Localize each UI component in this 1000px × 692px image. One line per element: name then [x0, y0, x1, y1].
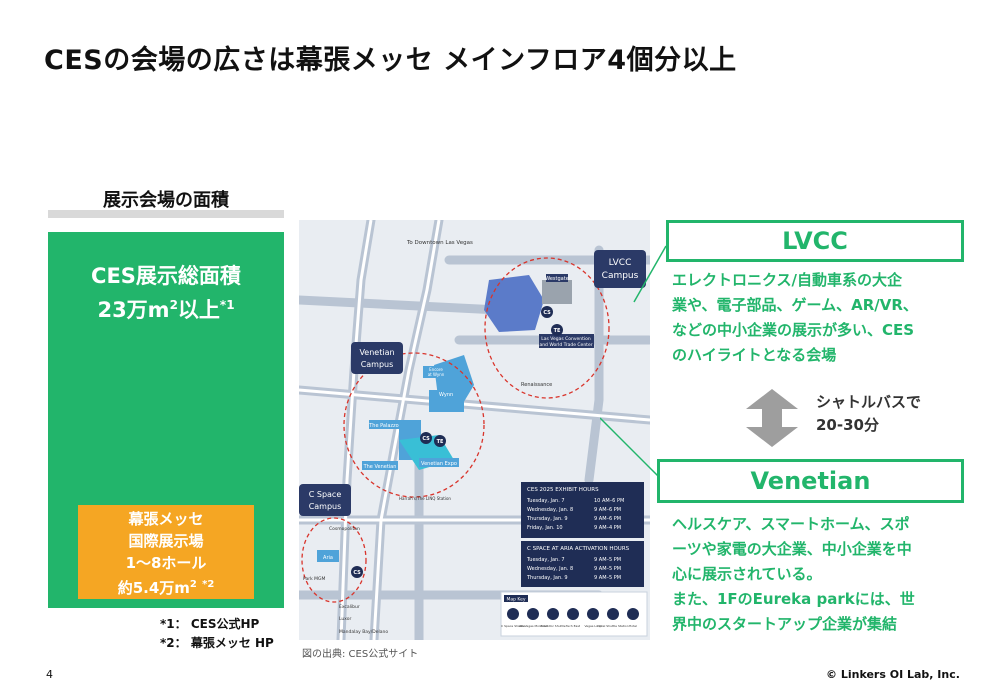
svg-text:Exhibitor Shuttle: Exhibitor Shuttle [540, 624, 565, 628]
excalibur-label: Excalibur [339, 604, 360, 610]
svg-text:Wednesday, Jan. 8: Wednesday, Jan. 8 [527, 566, 573, 572]
venue-map: Westgate LVCC Campus Venetian Campus C S… [299, 220, 650, 640]
svg-text:CS: CS [543, 310, 551, 316]
svg-text:TE: TE [437, 439, 444, 445]
lvcc-building-line1: Las Vegas Convention [541, 336, 591, 342]
copyright: © Linkers OI Lab, Inc. [826, 668, 960, 681]
mandalay-label: Mandalay Bay/Delano [339, 629, 388, 635]
ces-area-label: CES展示総面積 23万m2以上*1 [48, 262, 284, 325]
page-number: 4 [46, 668, 53, 681]
venetian-description: ヘルスケア、スマートホーム、スポ ーツや家電の大企業、中小企業を中 心に展示され… [672, 515, 915, 633]
luxor-label: Luxor [339, 616, 352, 622]
slide-title: CESの会場の広さは幕張メッセ メインフロア4個分以上 [44, 45, 737, 76]
shuttle-time-note: シャトルバスで 20-30分 [816, 393, 922, 434]
makuhari-value: 約5.4万m2 *2 [117, 579, 215, 597]
svg-text:9 AM–4 PM: 9 AM–4 PM [594, 525, 621, 531]
svg-text:C Space Shuttle: C Space Shuttle [501, 624, 525, 628]
cs-stop-lvcc [541, 306, 553, 318]
harrahs-label: Harrah's/The LINQ Station [399, 496, 451, 501]
cspace-campus-line1: C Space [309, 490, 342, 499]
svg-text:Wednesday, Jan. 8: Wednesday, Jan. 8 [527, 507, 573, 513]
map-source: 図の出典: CES公式サイト [302, 649, 419, 660]
te-stop-venetian [434, 435, 446, 447]
svg-text:CS: CS [422, 436, 430, 442]
lvcc-description: エレクトロニクス/自動車系の大企 業や、電子部品、ゲーム、AR/VR、 などの中… [672, 271, 918, 364]
cspace-hours-title: C SPACE AT ARIA ACTIVATION HOURS [527, 546, 630, 552]
makuhari-area-block: 幕張メッセ 国際展示場 1～8ホール 約5.4万m2 *2 [78, 505, 254, 599]
exhibit-hours-title: CES 2025 EXHIBIT HOURS [527, 487, 599, 493]
encore-line2: at Wynn [428, 372, 445, 377]
westgate-label: Westgate [545, 276, 569, 282]
makuhari-line2: 国際展示場 [128, 532, 204, 550]
svg-text:Friday, Jan. 10: Friday, Jan. 10 [527, 525, 563, 531]
svg-text:Tuesday, Jan. 7: Tuesday, Jan. 7 [526, 557, 565, 563]
cs-stop-venetian [420, 432, 432, 444]
heading-underline [48, 210, 284, 218]
lvcc-campus-line2: Campus [602, 271, 639, 281]
lvcc-campus-line1: LVCC [609, 258, 632, 268]
palazzo-label: The Palazzo [368, 423, 399, 429]
svg-text:9 AM–5 PM: 9 AM–5 PM [594, 575, 621, 581]
svg-text:9 AM–5 PM: 9 AM–5 PM [594, 557, 621, 563]
cosmopolitan-label: Cosmopolitan [329, 526, 360, 532]
encore-line1: Encore [429, 367, 443, 372]
svg-text:Thursday, Jan. 9: Thursday, Jan. 9 [526, 516, 568, 522]
svg-text:TE: TE [554, 328, 561, 334]
svg-text:9 AM–6 PM: 9 AM–6 PM [594, 507, 621, 513]
ces-area-line1: CES展示総面積 [91, 264, 241, 288]
to-downtown-label: To Downtown Las Vegas [406, 240, 473, 246]
connector-lines [600, 245, 667, 479]
venetian-expo-label: Venetian Expo [421, 461, 457, 467]
cs-stop-aria [351, 566, 363, 578]
svg-text:Hotel Shuttle Station: Hotel Shuttle Station [597, 624, 628, 628]
wynn-label: Wynn [439, 392, 453, 398]
lvcc-callout-title: LVCC [666, 220, 964, 262]
venetian-campus-line2: Campus [361, 360, 394, 369]
aria-label: Aria [323, 555, 333, 561]
svg-text:Tech East: Tech East [565, 624, 581, 628]
makuhari-line3: 1～8ホール [125, 554, 207, 572]
venetian-callout-title: Venetian [657, 459, 964, 503]
double-arrow-icon [746, 389, 798, 447]
ces-area-value: 23万m2以上*1 [97, 298, 235, 322]
map-key-title: Map Key [506, 597, 525, 603]
svg-text:10 AM–6 PM: 10 AM–6 PM [594, 498, 624, 504]
svg-text:Thursday, Jan. 9: Thursday, Jan. 9 [526, 575, 568, 581]
venetian-campus-line1: Venetian [359, 348, 394, 357]
venetian-label: The Venetian [363, 464, 397, 470]
svg-text:Tuesday, Jan. 7: Tuesday, Jan. 7 [526, 498, 565, 504]
te-stop-lvcc [551, 324, 563, 336]
park-mgm-label: Park MGM [303, 576, 326, 582]
footnote-1: *1： CES公式HP [160, 617, 260, 631]
renaissance-label: Renaissance [521, 382, 552, 388]
svg-text:CS: CS [353, 570, 361, 576]
area-heading: 展示会場の面積 [103, 190, 229, 211]
makuhari-line1: 幕張メッセ [128, 510, 204, 528]
lvcc-building-line2: and World Trade Center [539, 342, 592, 348]
svg-text:9 AM–6 PM: 9 AM–6 PM [594, 516, 621, 522]
svg-text:9 AM–5 PM: 9 AM–5 PM [594, 566, 621, 572]
cspace-campus-line2: Campus [309, 502, 342, 511]
svg-text:Hotel: Hotel [629, 624, 637, 628]
footnote-2: *2： 幕張メッセ HP [160, 636, 274, 650]
svg-text:Vegas Loop: Vegas Loop [584, 624, 601, 628]
svg-text:Las Vegas Monorail: Las Vegas Monorail [519, 624, 548, 628]
